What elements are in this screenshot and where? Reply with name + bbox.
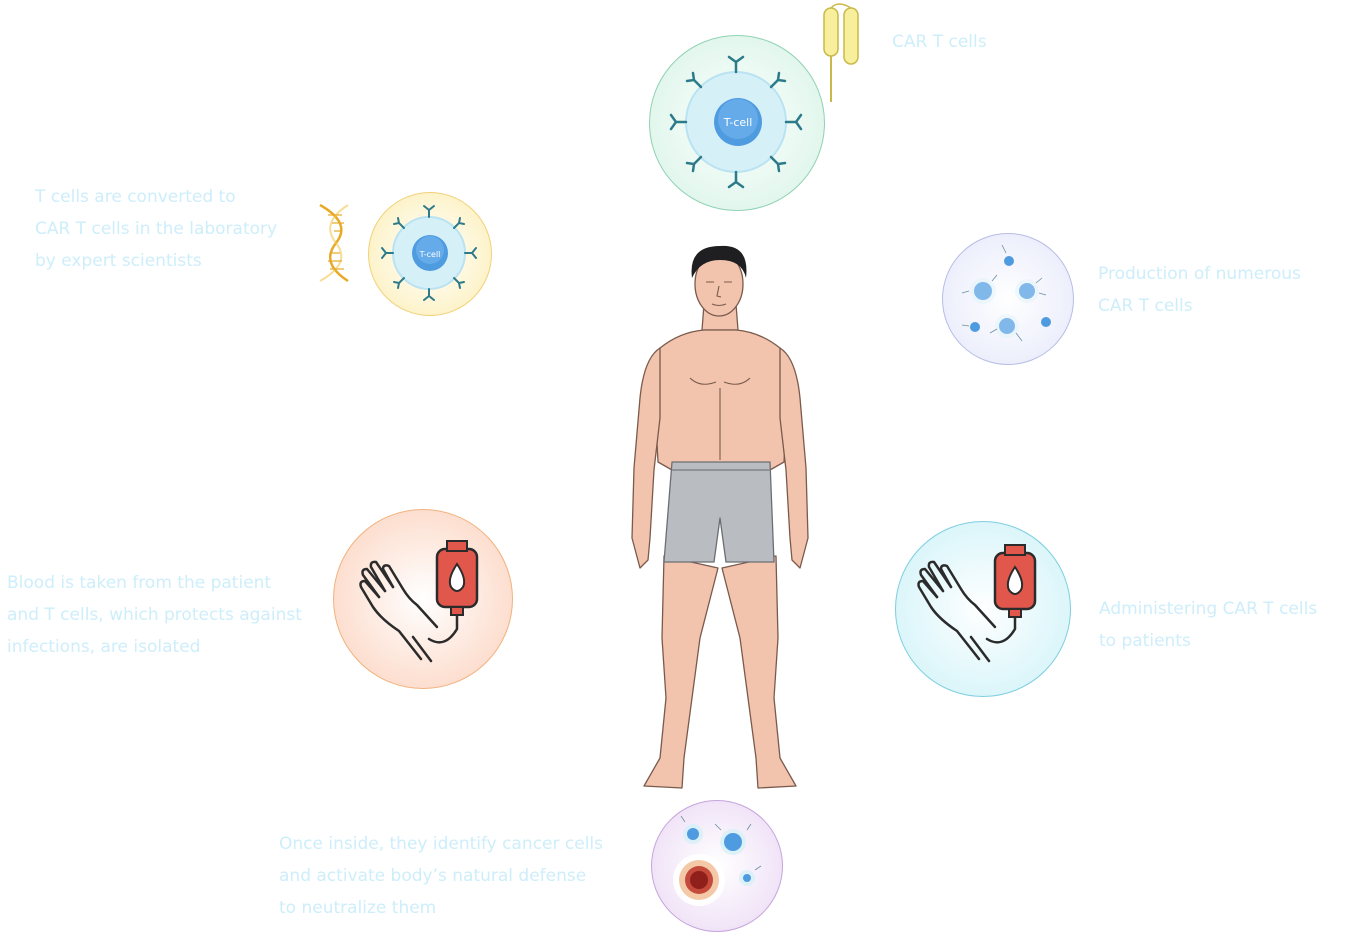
conversion-cell-icon: T-cell (381, 205, 477, 301)
cancer-cell-icon (673, 815, 762, 906)
production-cells-icon (961, 244, 1051, 342)
car-t-cell-icon: T-cell (669, 55, 803, 189)
human-body-illustration (631, 245, 809, 789)
step-car-t-label: CAR T cells (892, 32, 987, 52)
administer-icon (917, 544, 1037, 663)
blood-circle (333, 509, 513, 689)
dna-icon (319, 203, 349, 283)
iv-bag-icon (823, 3, 859, 102)
step-identify-label: Once inside, they identify cancer cells … (279, 834, 603, 918)
step-conversion-label: T cells are converted to CAR T cells in … (35, 187, 278, 271)
step-production-label: Production of numerous CAR T cells (1098, 264, 1301, 316)
tcell-label-top: T-cell (723, 116, 753, 129)
production-circle (942, 233, 1074, 365)
step-blood-label: Blood is taken from the patient and T ce… (7, 573, 302, 657)
blood-draw-icon (359, 540, 479, 663)
step-administer-label: Administering CAR T cells to patients (1099, 599, 1318, 651)
tcell-label-left: T-cell (419, 250, 441, 259)
administer-circle (895, 521, 1071, 697)
